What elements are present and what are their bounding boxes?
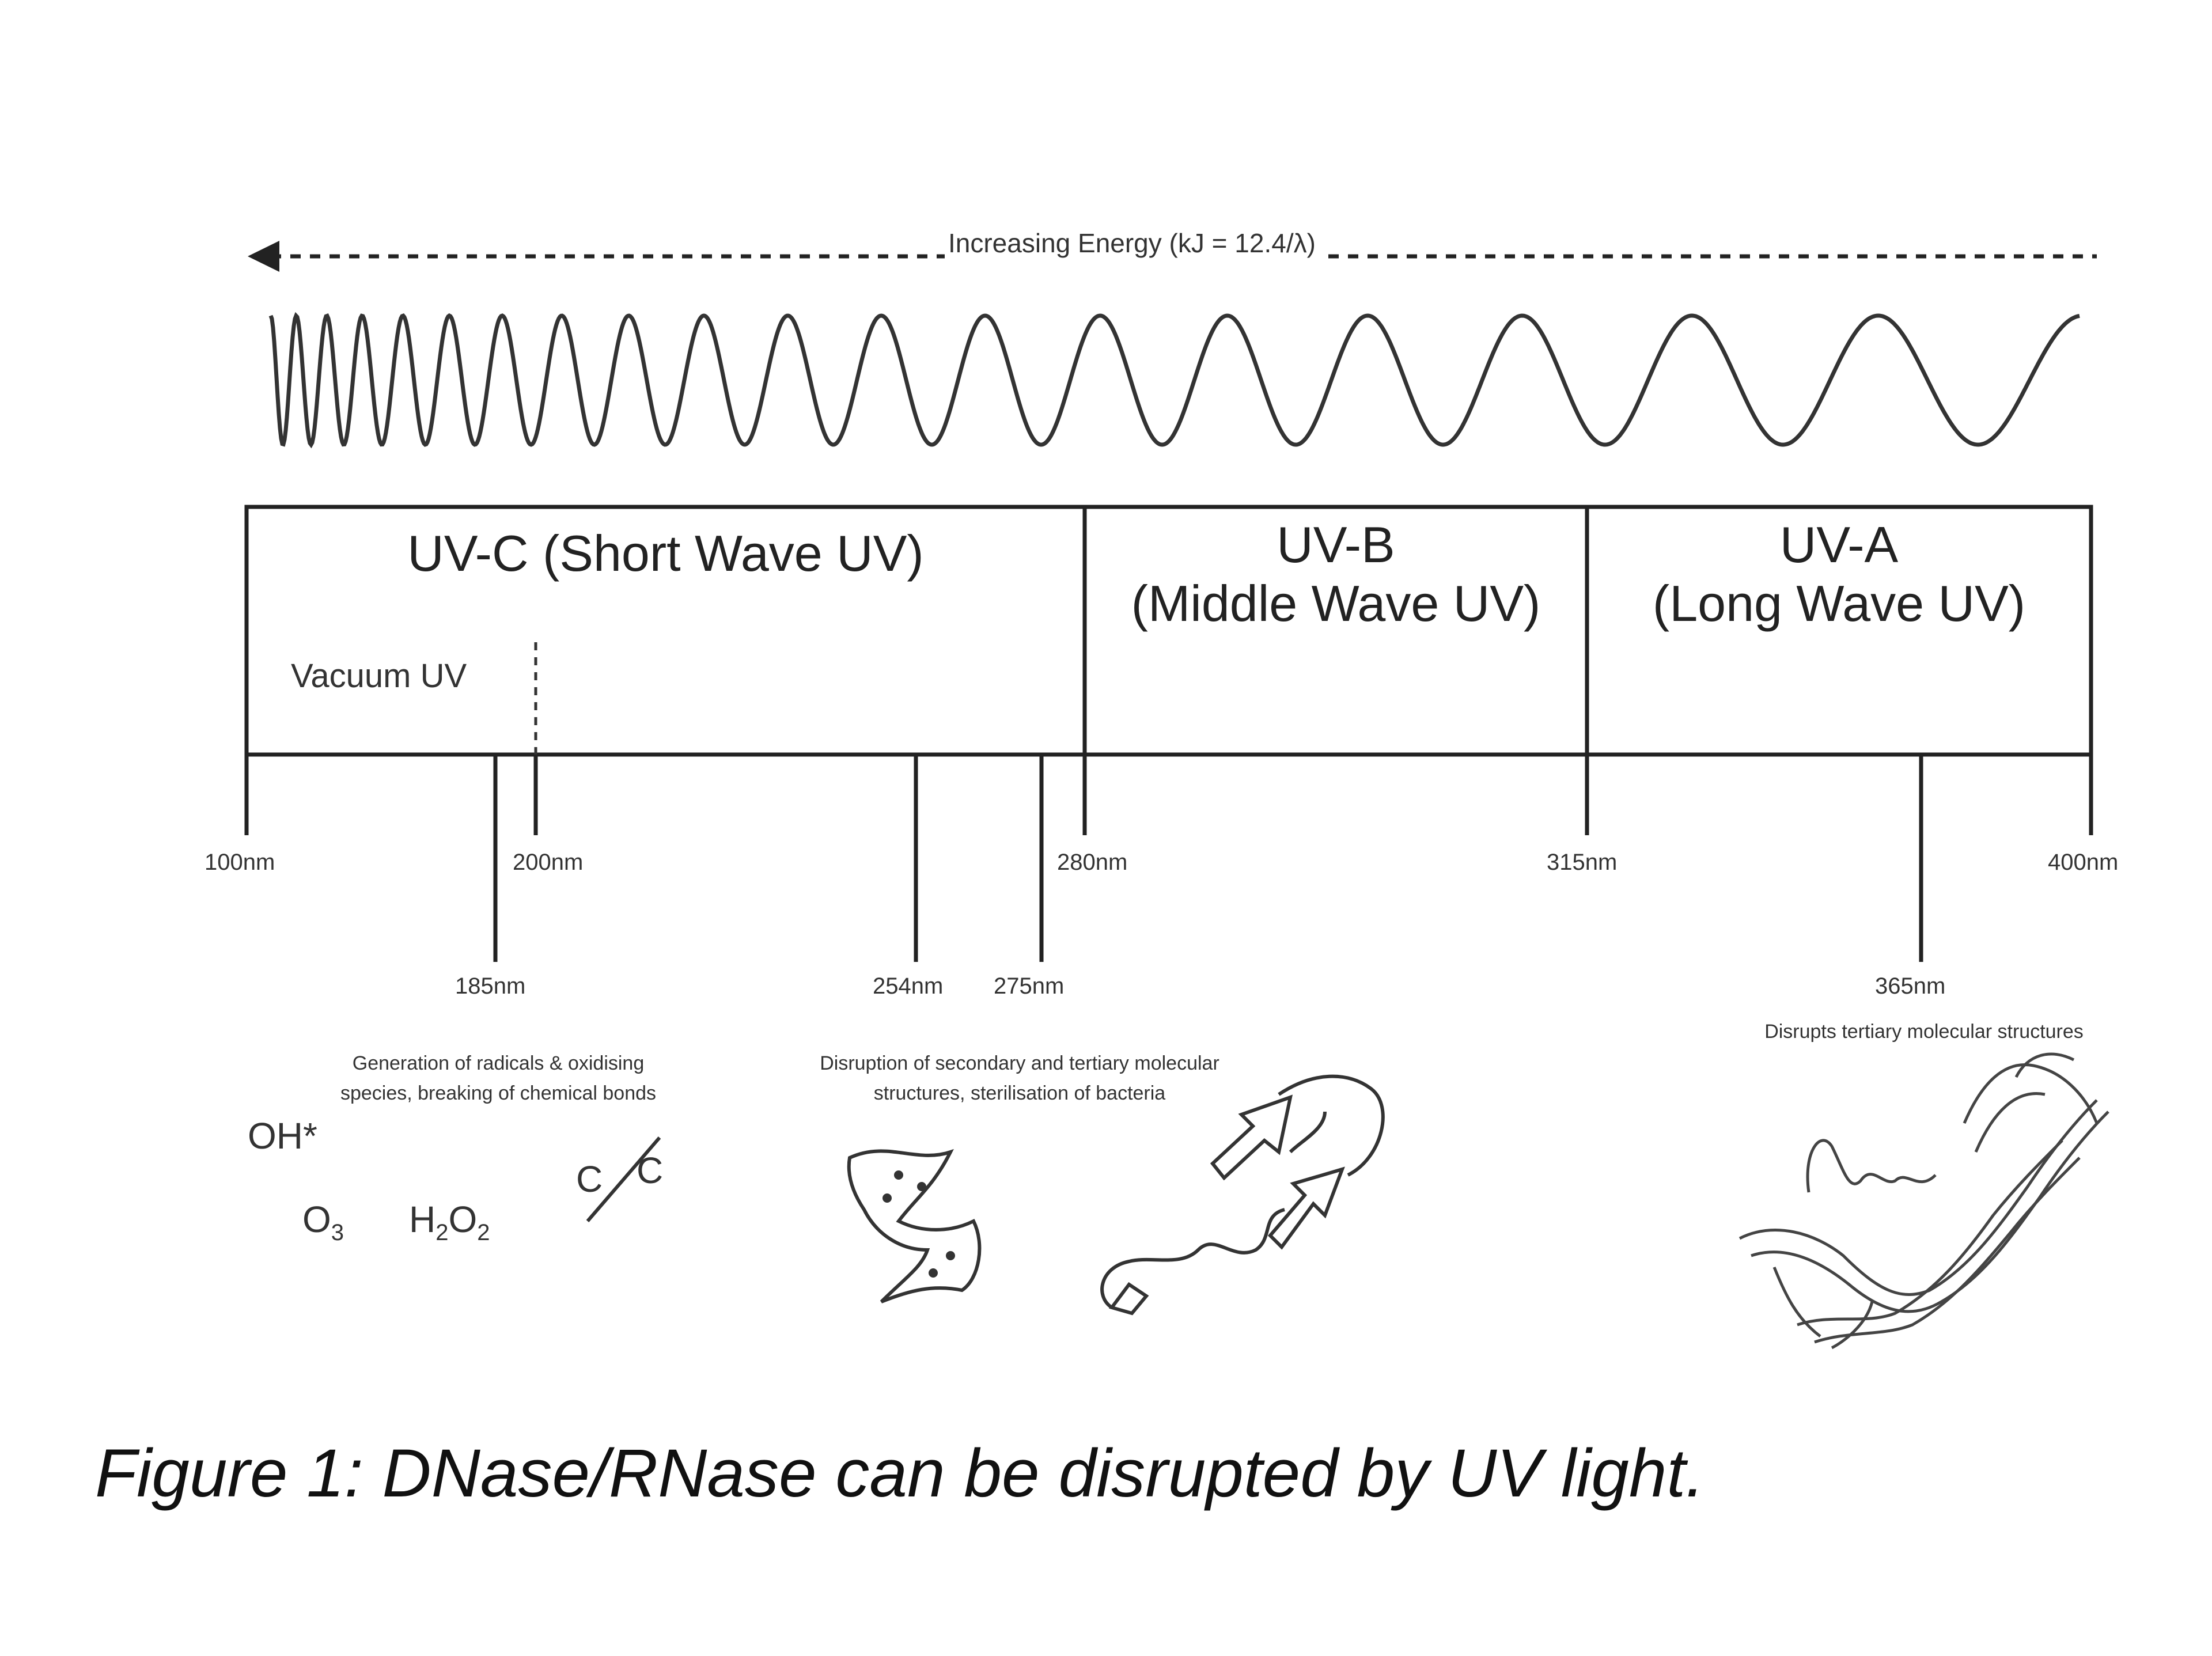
bond-left-carbon: C [576, 1158, 603, 1200]
peroxide-h: H [409, 1199, 436, 1240]
peroxide-label: H2O2 [409, 1198, 490, 1246]
peroxide-h-subscript: 2 [435, 1219, 449, 1245]
tick-label-280nm: 280nm [1057, 850, 1128, 875]
tick-label-200nm: 200nm [513, 850, 584, 875]
tick-label-365nm: 365nm [1875, 973, 1946, 999]
ozone-label: O3 [302, 1198, 344, 1246]
energy-arrow [248, 241, 2097, 272]
tick-label-254nm: 254nm [873, 973, 944, 999]
protein-structure-drawing [1738, 1052, 2109, 1350]
band-uvb-title: UV-B [1277, 516, 1395, 573]
wavelength-wave [268, 312, 2080, 449]
peroxide-o: O [448, 1199, 478, 1240]
tick-label-315nm: 315nm [1547, 850, 1618, 875]
tick-label-275nm: 275nm [994, 973, 1065, 999]
tick-label-100nm: 100nm [204, 850, 275, 875]
peroxide-o-subscript: 2 [477, 1219, 490, 1245]
beta-sheet-drawing [1100, 1074, 1385, 1316]
tick-label-400nm: 400nm [2048, 850, 2119, 875]
arrow-head-icon [248, 241, 279, 272]
bond-break-slash [586, 1136, 661, 1222]
energy-arrow-label: Increasing Energy (kJ = 12.4/λ) [945, 228, 1319, 259]
tick-marks [244, 755, 2093, 962]
figure-caption: Figure 1: DNase/RNase can be disrupted b… [95, 1435, 1705, 1511]
effect-note-radicals: Generation of radicals & oxidising speci… [340, 1052, 657, 1104]
band-uva-subtitle: (Long Wave UV) [1652, 575, 2026, 632]
band-uvc-title: UV-C (Short Wave UV) [407, 525, 924, 582]
bond-right-carbon: C [637, 1150, 664, 1191]
band-uvb-subtitle: (Middle Wave UV) [1131, 575, 1541, 632]
ozone-label-base: O [302, 1199, 331, 1240]
spectrum-bands [244, 505, 2093, 757]
band-uva-box [1585, 505, 2093, 757]
effect-note-tertiary: Disrupts tertiary molecular structures [1764, 1021, 2084, 1043]
ozone-label-subscript: 3 [331, 1219, 344, 1245]
band-uva-title: UV-A [1779, 516, 1899, 573]
tick-label-185nm: 185nm [455, 973, 526, 999]
vacuum-uv-label: Vacuum UV [291, 657, 467, 695]
effect-note-secondary: Disruption of secondary and tertiary mol… [820, 1052, 1219, 1104]
hairpin-molecule-drawing [847, 1149, 982, 1303]
hydroxyl-label: OH* [248, 1115, 317, 1157]
